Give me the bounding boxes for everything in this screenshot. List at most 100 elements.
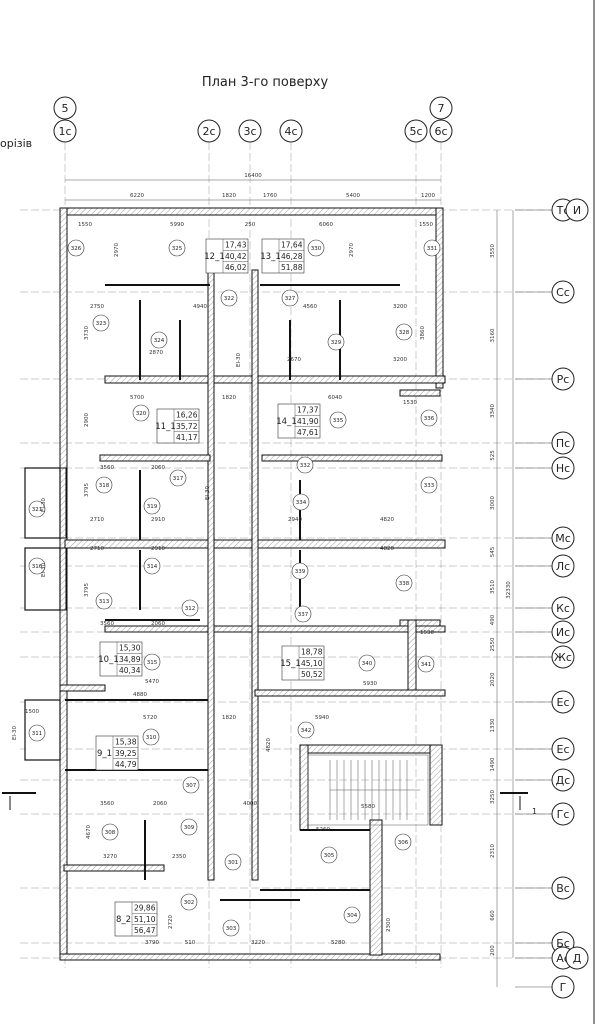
axis-right-label: Кс <box>556 602 570 615</box>
apartment-area-living: 17,37 <box>297 406 319 415</box>
axis-right-circle <box>551 367 575 391</box>
axis-top-upper-label: 5 <box>62 102 69 115</box>
interior-dimension: 3220 <box>251 940 265 946</box>
axis-right-label: Нс <box>556 462 570 475</box>
interior-dimension: 2720 <box>168 915 174 929</box>
axis-right-circle <box>551 737 575 761</box>
axis-right-extra-label: И <box>573 204 581 217</box>
room-number-circle <box>180 893 198 911</box>
room-number-circle <box>222 919 240 937</box>
room-number: 309 <box>184 825 195 831</box>
apartment-table-frame <box>281 645 325 681</box>
apartment-area-gross: 47,61 <box>297 428 319 437</box>
axis-right-label: Гс <box>557 808 570 821</box>
top-dimension: 1760 <box>263 193 277 199</box>
wall-segment <box>399 389 441 397</box>
staircase-outline <box>307 754 429 826</box>
room-number-circle <box>417 655 435 673</box>
interior-dimension: 5580 <box>361 804 375 810</box>
axis-right-label: Лс <box>556 560 570 573</box>
interior-dimension: 510 <box>185 940 196 946</box>
apartment-number: 14_1 <box>276 417 296 427</box>
axis-right-circle <box>551 690 575 714</box>
section-number: 1 <box>532 807 537 816</box>
room-number: 325 <box>172 246 183 252</box>
apartment-area-total: 40,42 <box>225 252 247 261</box>
axis-right-circle <box>551 596 575 620</box>
interior-dimension: 2900 <box>84 413 90 427</box>
room-number-circle <box>101 823 119 841</box>
room-number-circle <box>423 239 441 257</box>
room-number: 316 <box>32 564 43 570</box>
apartment-table-frame <box>114 901 158 937</box>
apartment-number: 9_1 <box>97 749 112 759</box>
interior-dimension: 1500 <box>25 709 39 715</box>
apartment-number: 13_1 <box>260 252 280 262</box>
interior-dimension: 4000 <box>243 801 257 807</box>
interior-dimension: 2910 <box>151 517 165 523</box>
right-dimension: 200 <box>490 945 496 956</box>
interior-dimension: EI-30 <box>41 497 47 512</box>
wall-segment <box>64 207 442 216</box>
wall-segment <box>429 744 443 826</box>
right-dimension: 3250 <box>490 790 496 804</box>
apartment-number: 15_1 <box>280 659 300 669</box>
axis-top-label: 5с <box>409 125 422 138</box>
room-number-circle <box>297 721 315 739</box>
room-number: 314 <box>147 564 158 570</box>
interior-dimension: EI-30 <box>12 725 18 740</box>
room-number: 306 <box>398 840 409 846</box>
room-number: 342 <box>301 728 312 734</box>
wall-segment <box>59 684 106 692</box>
side-note: орізів <box>0 137 32 150</box>
axis-right-label: Сс <box>556 286 570 299</box>
room-number-circle <box>291 562 309 580</box>
room-number-circle <box>169 469 187 487</box>
room-number: 304 <box>347 913 358 919</box>
apartment-area-living: 15,38 <box>115 738 137 747</box>
room-number: 303 <box>226 926 237 932</box>
room-number: 340 <box>362 661 373 667</box>
axis-right-extra-circle <box>565 946 589 970</box>
right-dimension: 545 <box>490 546 496 557</box>
interior-dimension: 2350 <box>172 854 186 860</box>
apartment-area-gross: 46,02 <box>225 263 247 272</box>
room-number-circle <box>67 239 85 257</box>
room-number-circle <box>329 411 347 429</box>
room-number-circle <box>95 592 113 610</box>
room-number-circle <box>224 853 242 871</box>
interior-dimension: 5280 <box>331 940 345 946</box>
interior-dimension: 2710 <box>90 517 104 523</box>
room-number: 326 <box>71 246 82 252</box>
axis-right-circle <box>551 526 575 550</box>
wall-segment <box>104 625 446 633</box>
apartment-area-living: 29,86 <box>134 904 156 913</box>
room-number: 302 <box>184 900 195 906</box>
room-number-circle <box>132 404 150 422</box>
right-dimension: 3160 <box>490 328 496 342</box>
top-dimension: 1820 <box>222 193 236 199</box>
interior-dimension: 2870 <box>149 350 163 356</box>
wall-segment <box>369 819 383 956</box>
apartment-area-gross: 50,52 <box>301 670 323 679</box>
room-number: 317 <box>173 476 184 482</box>
room-number-circle <box>292 493 310 511</box>
axis-right-label: Дс <box>556 774 571 787</box>
room-number-circle <box>395 574 413 592</box>
top-dimension: 6220 <box>130 193 144 199</box>
apartment-area-total: 51,10 <box>134 915 156 924</box>
axis-right-label: Г <box>560 981 567 994</box>
apartment-table-frame <box>205 238 249 274</box>
axis-grid-lines <box>20 142 552 968</box>
interior-dimension: 2710 <box>90 546 104 552</box>
room-number: 339 <box>295 569 306 575</box>
wall-segment <box>299 744 441 754</box>
interior-dimension: EI-30 <box>41 562 47 577</box>
wall-segment <box>59 467 67 539</box>
interior-dimension: 6060 <box>319 222 333 228</box>
room-number: 318 <box>99 483 110 489</box>
axis-top-circle <box>238 119 262 143</box>
interior-dimension: 3560 <box>100 801 114 807</box>
apartment-number: 12_1 <box>204 252 224 262</box>
room-number: 337 <box>298 612 309 618</box>
